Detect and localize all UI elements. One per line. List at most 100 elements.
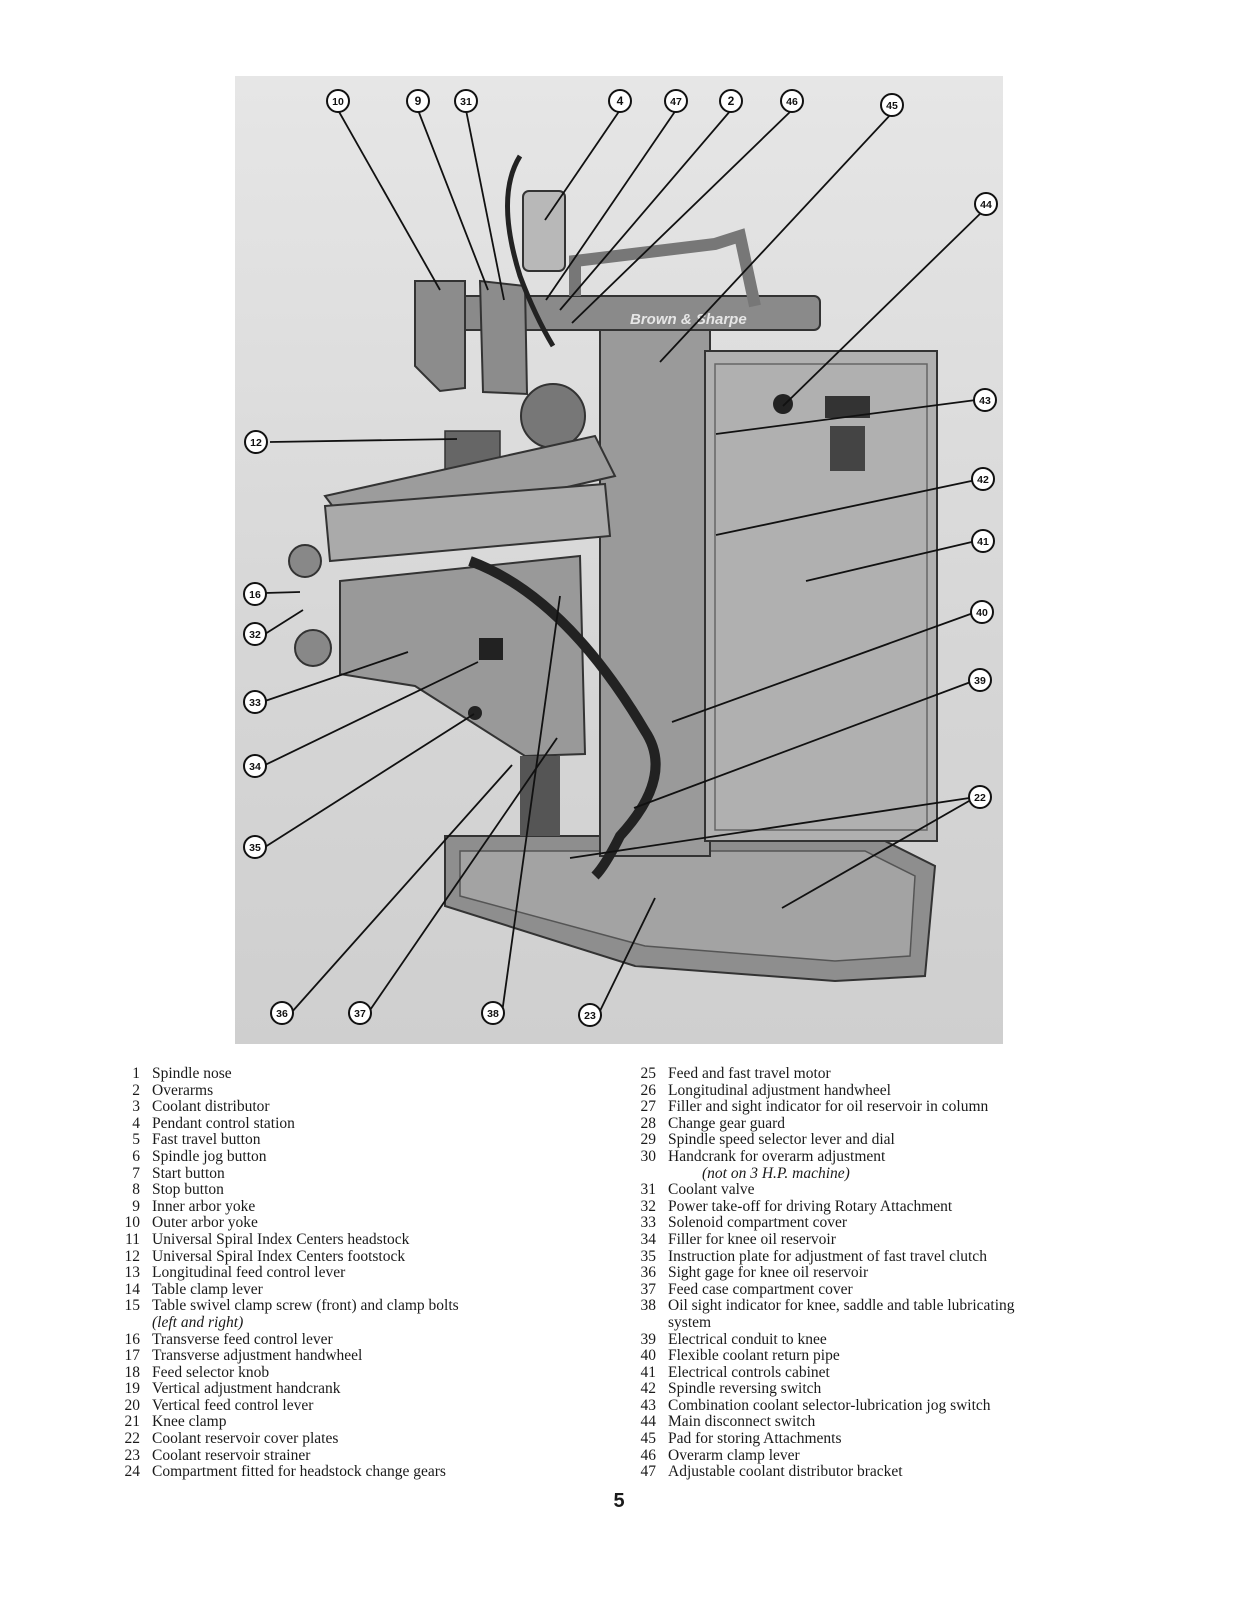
legend-number: 43 xyxy=(640,1396,657,1414)
callout-4: 4 xyxy=(608,89,632,113)
legend-number: 19 xyxy=(124,1380,141,1398)
legend-description: Spindle speed selector lever and dial xyxy=(668,1131,895,1149)
callout-number: 35 xyxy=(249,842,261,854)
legend-text: Combination coolant selector-lubrication… xyxy=(656,1397,1128,1415)
callout-circle xyxy=(664,89,688,113)
callout-40: 40 xyxy=(970,600,994,624)
legend-number: 11 xyxy=(125,1230,140,1248)
legend-number: 24 xyxy=(124,1463,141,1481)
callout-circle xyxy=(970,600,994,624)
legend-text: Adjustable coolant distributor bracket xyxy=(656,1463,1128,1481)
legend-description: Spindle reversing switch xyxy=(668,1380,822,1398)
callout-circle xyxy=(880,93,904,117)
legend-number: 9 xyxy=(132,1197,140,1215)
legend-text: Filler for knee oil reservoir xyxy=(656,1231,1128,1249)
legend-text: Feed case compartment cover xyxy=(656,1281,1128,1299)
legend-number: 35 xyxy=(640,1247,657,1265)
legend-description: Overarms xyxy=(152,1081,214,1099)
legend-number: 17 xyxy=(124,1347,141,1365)
callout-circle xyxy=(968,668,992,692)
legend-description: Main disconnect switch xyxy=(668,1413,816,1431)
callout-number: 31 xyxy=(460,96,472,108)
legend-description: Transverse feed control lever xyxy=(152,1330,333,1348)
legend-text: Transverse feed control lever xyxy=(140,1330,582,1349)
legend-number: 41 xyxy=(640,1363,657,1381)
callout-circle xyxy=(243,835,267,859)
legend-description: Pendant control station xyxy=(152,1114,295,1132)
legend-number: 39 xyxy=(640,1330,657,1348)
legend-text: Longitudinal feed control lever xyxy=(140,1264,582,1282)
callout-circle xyxy=(780,89,804,113)
callout-number: 23 xyxy=(584,1010,596,1022)
legend-number: 36 xyxy=(640,1264,657,1282)
legend-text: Spindle reversing switch xyxy=(656,1380,1128,1398)
legend-entry: 8 Stop button xyxy=(112,1181,582,1199)
legend-description: Universal Spiral Index Centers headstock xyxy=(152,1230,410,1248)
callout-circle xyxy=(481,1001,505,1025)
legend-entry: 42 Spindle reversing switch xyxy=(628,1380,1128,1398)
legend-text: Overarms xyxy=(140,1081,582,1100)
legend-description: Change gear guard xyxy=(668,1114,786,1132)
callout-number: 37 xyxy=(354,1008,366,1020)
callout-12: 12 xyxy=(244,430,268,454)
legend-number: 13 xyxy=(124,1264,141,1282)
callout-number: 10 xyxy=(332,96,344,108)
legend-description: Solenoid compartment cover xyxy=(668,1214,848,1232)
legend-number: 18 xyxy=(124,1363,141,1381)
legend-text: Stop button xyxy=(140,1181,582,1199)
callout-number: 2 xyxy=(728,94,735,108)
legend-text: Coolant distributor xyxy=(140,1098,582,1116)
callout-number: 39 xyxy=(974,675,986,687)
callout-10: 10 xyxy=(326,89,350,113)
callout-circle xyxy=(243,690,267,714)
legend-description: Start button xyxy=(152,1164,225,1182)
legend-number: 12 xyxy=(124,1247,141,1265)
legend-text: Vertical feed control lever xyxy=(140,1397,582,1415)
legend-number: 8 xyxy=(132,1181,140,1199)
legend-continuation: system xyxy=(668,1313,712,1331)
legend-number: 23 xyxy=(124,1446,141,1464)
milling-machine-illustration: Brown & Sharpe xyxy=(288,154,938,983)
legend-text: Main disconnect switch xyxy=(656,1414,1128,1431)
callout-16: 16 xyxy=(243,582,267,606)
legend-text: Vertical adjustment handcrank xyxy=(140,1380,582,1398)
legend-number: 27 xyxy=(640,1098,657,1116)
legend-number: 3 xyxy=(132,1098,140,1116)
callout-9: 9 xyxy=(406,89,430,113)
legend-text: Spindle jog button xyxy=(140,1148,582,1166)
page-number: 5 xyxy=(613,1490,625,1512)
legend-number: 26 xyxy=(640,1081,657,1099)
callout-number: 34 xyxy=(249,761,261,773)
callout-circle xyxy=(973,388,997,412)
legend-text: Universal Spiral Index Centers headstock xyxy=(140,1230,582,1249)
callout-circle xyxy=(406,89,430,113)
legend-number: 37 xyxy=(640,1280,657,1298)
callout-circle xyxy=(244,430,268,454)
legend-number: 42 xyxy=(640,1380,657,1398)
legend-text: Sight gage for knee oil reservoir xyxy=(656,1264,1128,1282)
callout-45: 45 xyxy=(880,93,904,117)
legend-description: Stop button xyxy=(152,1181,224,1199)
legend-text: Electrical conduit to knee xyxy=(656,1331,1128,1349)
